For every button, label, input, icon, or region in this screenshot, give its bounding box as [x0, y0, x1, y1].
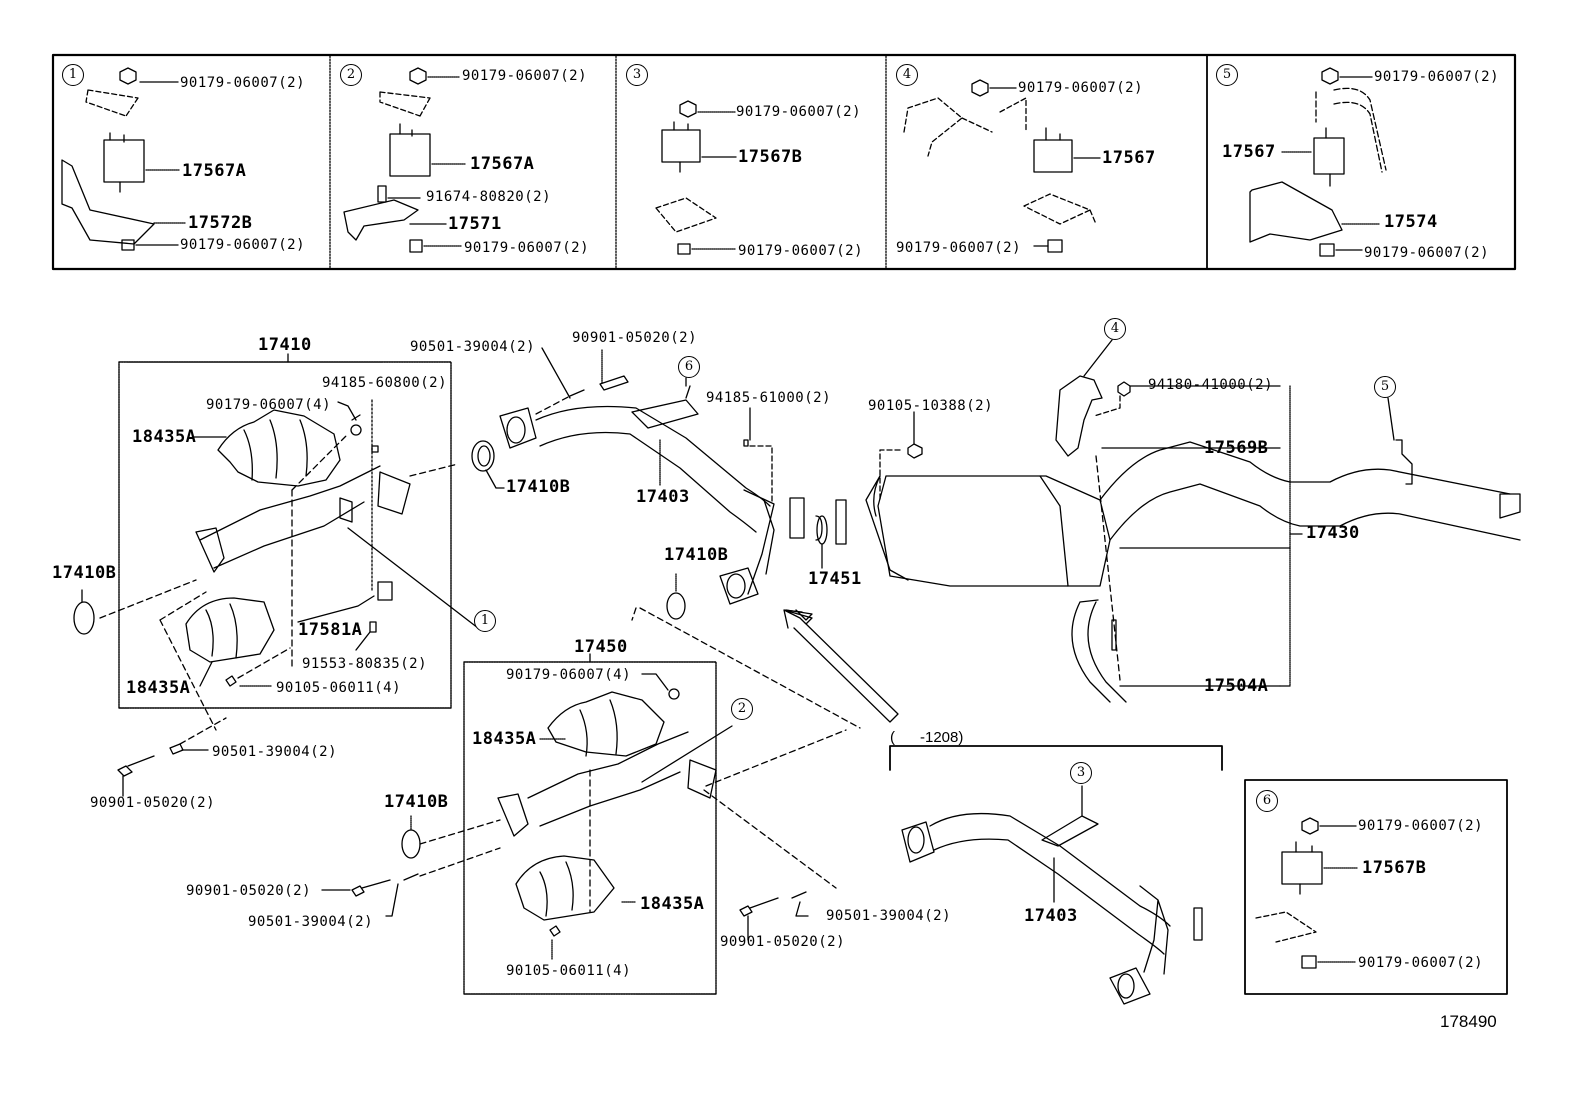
converter-17410-box: [118, 361, 452, 709]
part-label[interactable]: 90179-06007(2): [738, 243, 864, 259]
alt-pipe-17403: [889, 745, 1223, 1005]
part-label[interactable]: 90901-05020(2): [186, 883, 312, 899]
part-label[interactable]: 90179-06007(2): [896, 240, 1022, 256]
callout-6[interactable]: 6: [1256, 790, 1278, 812]
callout-1[interactable]: 1: [62, 64, 84, 86]
part-label[interactable]: 90179-06007(2): [1358, 818, 1484, 834]
front-pipe-17403: [471, 347, 861, 729]
part-label[interactable]: 17569B: [1204, 438, 1269, 458]
assembly-label-17450[interactable]: 17450: [574, 637, 628, 657]
part-label[interactable]: 90901-05020(2): [720, 934, 846, 950]
muffler-tailpipe: [865, 339, 1521, 703]
part-label[interactable]: 17581A: [298, 620, 363, 640]
detail-6-frame: [1244, 779, 1508, 995]
callout-1[interactable]: 1: [474, 610, 496, 632]
part-label[interactable]: 90179-06007(2): [180, 237, 306, 253]
part-label[interactable]: 17567: [1222, 142, 1276, 162]
part-label[interactable]: 17574: [1384, 212, 1438, 232]
part-label[interactable]: 90105-10388(2): [868, 398, 994, 414]
callout-4[interactable]: 4: [1104, 318, 1126, 340]
assembly-label-17410[interactable]: 17410: [258, 335, 312, 355]
assembly-label-17430[interactable]: 17430: [1306, 523, 1360, 543]
callout-3[interactable]: 3: [626, 64, 648, 86]
part-label[interactable]: 90179-06007(4): [506, 667, 632, 683]
part-label[interactable]: 18435A: [472, 729, 537, 749]
part-label[interactable]: 18435A: [132, 427, 197, 447]
callout-2[interactable]: 2: [731, 698, 753, 720]
detail-1-parts: [61, 67, 187, 251]
callout-4[interactable]: 4: [896, 64, 918, 86]
part-label[interactable]: 18435A: [640, 894, 705, 914]
part-label[interactable]: 90179-06007(4): [206, 397, 332, 413]
callout-5[interactable]: 5: [1216, 64, 1238, 86]
part-label[interactable]: 17572B: [188, 213, 253, 233]
detail-2-parts: [343, 67, 467, 253]
assembly-arrow: [783, 609, 899, 723]
part-label[interactable]: 17504A: [1204, 676, 1269, 696]
part-label[interactable]: 17567A: [470, 154, 535, 174]
part-label[interactable]: 17451: [808, 569, 862, 589]
part-label[interactable]: 17410B: [52, 563, 117, 583]
part-label[interactable]: 17410B: [664, 545, 729, 565]
converter-17410-parts: [99, 399, 479, 731]
part-label[interactable]: 90901-05020(2): [90, 795, 216, 811]
bottom-loose-parts: [321, 815, 809, 941]
part-label[interactable]: 17567B: [738, 147, 803, 167]
part-label[interactable]: 17567B: [1362, 858, 1427, 878]
part-label[interactable]: 17410B: [384, 792, 449, 812]
detail-6-parts: [1255, 817, 1359, 969]
part-label[interactable]: 90105-06011(4): [506, 963, 632, 979]
detail-5-parts: [1249, 67, 1387, 257]
part-label[interactable]: 17403: [636, 487, 690, 507]
detail-strip-frame: [51, 53, 1517, 271]
part-label[interactable]: 90501-39004(2): [212, 744, 338, 760]
part-label[interactable]: 90179-06007(2): [1358, 955, 1484, 971]
part-label[interactable]: 91674-80820(2): [426, 189, 552, 205]
part-label[interactable]: 90179-06007(2): [462, 68, 588, 84]
callout-2[interactable]: 2: [340, 64, 362, 86]
converter-17450-parts: [497, 673, 847, 961]
part-label[interactable]: 90105-06011(4): [276, 680, 402, 696]
part-label[interactable]: 94185-61000(2): [706, 390, 832, 406]
callout-3[interactable]: 3: [1070, 762, 1092, 784]
part-label[interactable]: 17410B: [506, 477, 571, 497]
callout-5[interactable]: 5: [1374, 376, 1396, 398]
detail-4-parts: [903, 79, 1101, 253]
diagram-reference-number: 178490: [1440, 1012, 1497, 1031]
part-label[interactable]: 17403: [1024, 906, 1078, 926]
callout-6[interactable]: 6: [678, 356, 700, 378]
part-label[interactable]: 17567: [1102, 148, 1156, 168]
part-label[interactable]: 90179-06007(2): [736, 104, 862, 120]
part-label[interactable]: 94185-60800(2): [322, 375, 448, 391]
part-label[interactable]: 90501-39004(2): [248, 914, 374, 930]
part-label[interactable]: 90179-06007(2): [1018, 80, 1144, 96]
part-label[interactable]: 90179-06007(2): [1374, 69, 1500, 85]
detail-3-parts: [655, 100, 737, 255]
part-label[interactable]: 91553-80835(2): [302, 656, 428, 672]
part-label[interactable]: 17567A: [182, 161, 247, 181]
part-label[interactable]: 17571: [448, 214, 502, 234]
part-label[interactable]: 90179-06007(2): [1364, 245, 1490, 261]
left-loose-parts: [73, 589, 227, 797]
part-label[interactable]: 90901-05020(2): [572, 330, 698, 346]
part-label[interactable]: 18435A: [126, 678, 191, 698]
range-note: ( -1208): [890, 729, 964, 746]
part-label[interactable]: 90179-06007(2): [464, 240, 590, 256]
part-label[interactable]: 90179-06007(2): [180, 75, 306, 91]
part-label[interactable]: 94180-41000(2): [1148, 377, 1274, 393]
part-label[interactable]: 90501-39004(2): [410, 339, 536, 355]
converter-17450-box: [463, 661, 717, 995]
part-label[interactable]: 90501-39004(2): [826, 908, 952, 924]
